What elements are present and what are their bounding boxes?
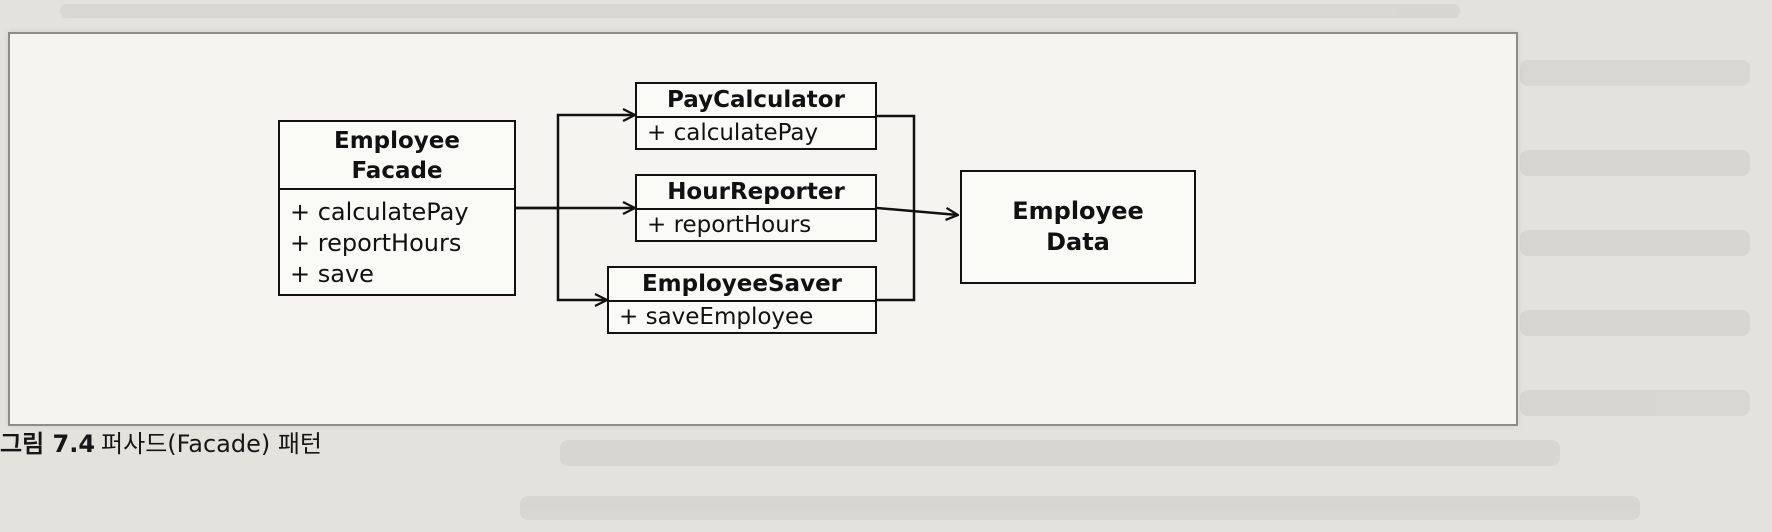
- class-operations-employee-saver: + saveEmployee: [609, 302, 875, 332]
- connector-pay-calculator-to-bus: [877, 114, 916, 302]
- operation-calculate-pay: + calculatePay: [290, 198, 469, 226]
- class-name-hour-reporter: HourReporter: [637, 176, 875, 210]
- class-box-hour-reporter: HourReporter + reportHours: [635, 174, 877, 242]
- class-name-employee-saver: EmployeeSaver: [609, 268, 875, 302]
- figure-caption-text: 퍼사드(Facade) 패턴: [101, 430, 322, 458]
- class-name-pay-calculator: PayCalculator: [637, 84, 875, 118]
- class-box-pay-calculator: PayCalculator + calculatePay: [635, 82, 877, 150]
- connector-facade-to-employee-saver: [556, 208, 607, 300]
- class-operations-pay-calculator: + calculatePay: [637, 118, 875, 148]
- connector-hour-reporter-to-employee-data: [876, 206, 958, 215]
- figure-number: 그림 7.4: [0, 430, 96, 458]
- operation-calculate-pay: + calculatePay: [647, 120, 819, 146]
- operation-save: + save: [290, 260, 374, 288]
- class-operations-hour-reporter: + reportHours: [637, 210, 875, 240]
- connector-facade-to-pay-calculator: [516, 115, 635, 210]
- operation-report-hours: + reportHours: [290, 229, 462, 257]
- operation-save-employee: + saveEmployee: [619, 304, 814, 330]
- class-operations-employee-facade: + calculatePay + reportHours + save: [280, 190, 514, 290]
- class-box-employee-saver: EmployeeSaver + saveEmployee: [607, 266, 877, 334]
- operation-report-hours: + reportHours: [647, 212, 812, 238]
